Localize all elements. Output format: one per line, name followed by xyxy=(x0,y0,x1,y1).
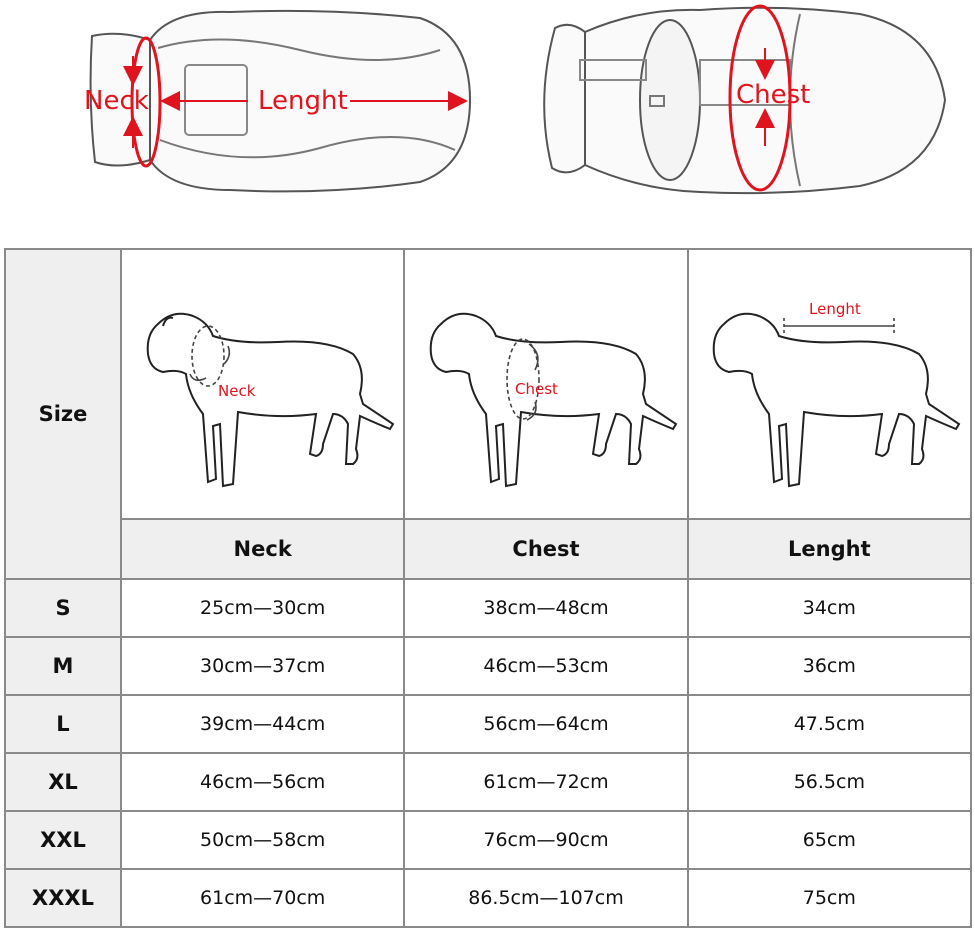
chest-cell: 38cm—48cm xyxy=(403,578,689,638)
dog-length-diagram: Lenght xyxy=(713,300,961,488)
chest-cell: 86.5cm—107cm xyxy=(403,868,689,928)
header-row: Neck Chest Lenght xyxy=(5,518,973,580)
diagram-neck-label: Neck xyxy=(218,382,256,400)
length-cell: 65cm xyxy=(686,810,973,870)
size-header: Size xyxy=(4,248,122,580)
table-row: XXXL 61cm—70cm 86.5cm—107cm 75cm xyxy=(4,868,973,928)
length-cell: 47.5cm xyxy=(686,694,973,754)
size-cell: XXXL xyxy=(4,868,122,928)
chest-ellipse xyxy=(728,4,792,192)
chest-diagram-cell: Chest xyxy=(403,248,689,520)
top-chest-label: Chest xyxy=(736,80,810,110)
neck-cell: 46cm—56cm xyxy=(119,752,406,812)
size-chart: Size Neck xyxy=(4,248,973,928)
neck-cell: 25cm—30cm xyxy=(119,578,406,638)
table-row: XXL 50cm—58cm 76cm—90cm 65cm xyxy=(4,810,973,870)
length-cell: 36cm xyxy=(686,636,973,696)
coat-illustrations: Neck Lenght Chest xyxy=(0,0,975,240)
table-row: M 30cm—37cm 46cm—53cm 36cm xyxy=(4,636,973,696)
size-cell: L xyxy=(4,694,122,754)
diagram-chest-label: Chest xyxy=(515,380,558,398)
dog-outline-icon xyxy=(429,312,678,488)
neck-cell: 39cm—44cm xyxy=(119,694,406,754)
neck-diagram-cell: Neck xyxy=(119,248,406,520)
size-table: Size Neck xyxy=(4,248,973,928)
top-length-label: Lenght xyxy=(258,86,348,116)
length-cell: 34cm xyxy=(686,578,973,638)
length-cell: 75cm xyxy=(686,868,973,928)
dog-outline-icon xyxy=(146,312,395,488)
neck-cell: 30cm—37cm xyxy=(119,636,406,696)
table-row: S 25cm—30cm 38cm—48cm 34cm xyxy=(4,578,973,638)
neck-cell: 50cm—58cm xyxy=(119,810,406,870)
col-header-neck: Neck xyxy=(119,518,406,580)
dog-neck-diagram: Neck xyxy=(146,312,395,488)
table-row: L 39cm—44cm 56cm—64cm 47.5cm xyxy=(4,694,973,754)
chest-cell: 46cm—53cm xyxy=(403,636,689,696)
length-cell: 56.5cm xyxy=(686,752,973,812)
dog-outline-icon xyxy=(713,312,961,488)
size-cell: M xyxy=(4,636,122,696)
col-header-chest: Chest xyxy=(403,518,689,580)
size-cell: XXL xyxy=(4,810,122,870)
size-cell: XL xyxy=(4,752,122,812)
table-row: XL 46cm—56cm 61cm—72cm 56.5cm xyxy=(4,752,973,812)
chest-cell: 61cm—72cm xyxy=(403,752,689,812)
chest-cell: 76cm—90cm xyxy=(403,810,689,870)
size-cell: S xyxy=(4,578,122,638)
chest-cell: 56cm—64cm xyxy=(403,694,689,754)
neck-cell: 61cm—70cm xyxy=(119,868,406,928)
diagram-length-label: Lenght xyxy=(809,300,861,318)
coat-illustrations-svg: Neck Lenght Chest xyxy=(84,4,947,195)
diagram-row: Size Neck xyxy=(4,248,973,580)
length-diagram-cell: Lenght xyxy=(686,248,973,520)
top-neck-label: Neck xyxy=(84,86,149,116)
col-header-length: Lenght xyxy=(686,518,973,580)
dog-chest-diagram: Chest xyxy=(429,312,678,488)
